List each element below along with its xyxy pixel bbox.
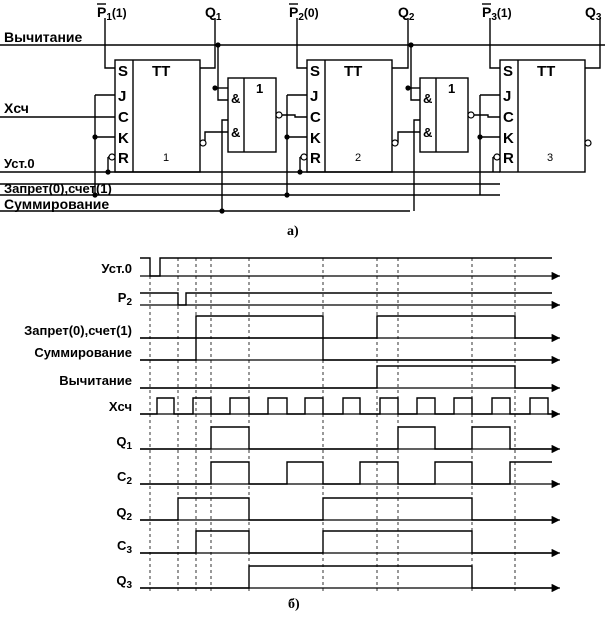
inverting-bubbles xyxy=(108,111,592,161)
ff1-pin-r: R xyxy=(118,150,129,167)
timing-trace xyxy=(140,461,552,485)
ff2-pin-c: C xyxy=(310,109,321,126)
timing-label: C2 xyxy=(117,469,132,487)
label-p2: P2(0) xyxy=(289,4,319,23)
ff1-pin-s: S xyxy=(118,63,128,80)
timing-trace xyxy=(140,530,552,554)
ff3-pin-r: R xyxy=(503,150,514,167)
ff2-pin-k: K xyxy=(310,130,321,147)
ff3-pin-j: J xyxy=(503,88,511,105)
timing-label: Уст.0 xyxy=(101,261,132,276)
timing-axes xyxy=(140,271,560,593)
ff1-pin-k: K xyxy=(118,130,129,147)
timing-trace xyxy=(140,565,552,589)
gate1-or: 1 xyxy=(256,81,263,96)
gate2-or: 1 xyxy=(448,81,455,96)
timing-trace xyxy=(140,337,552,361)
ff2-pin-j: J xyxy=(310,88,318,105)
ff2-pin-s: S xyxy=(310,63,320,80)
label-q1: Q1 xyxy=(205,4,222,23)
gate2-and-top: & xyxy=(423,91,432,106)
timing-trace xyxy=(140,365,552,389)
caption-a: а) xyxy=(287,224,299,239)
ff3-type: TT xyxy=(537,63,555,80)
timing-label: Запрет(0),счет(1) xyxy=(24,323,132,338)
label-p1: P1(1) xyxy=(97,4,127,23)
timing-label: Q2 xyxy=(116,505,132,523)
timing-trace xyxy=(140,397,552,415)
ff3-pin-k: K xyxy=(503,130,514,147)
ff1-type: TT xyxy=(152,63,170,80)
ff2-number: 2 xyxy=(355,152,361,164)
label-clock: Xсч xyxy=(4,100,29,116)
timing-trace xyxy=(140,315,552,339)
timing-trace xyxy=(140,497,552,521)
timing-label: Xсч xyxy=(109,399,132,414)
timing-trace xyxy=(140,257,552,277)
ff2-type: TT xyxy=(344,63,362,80)
timing-label: C3 xyxy=(117,538,132,556)
timing-label: Вычитание xyxy=(59,373,132,388)
top-labels: P1(1) Q1 P2(0) Q2 P3(1) Q3 xyxy=(97,3,602,23)
label-q2: Q2 xyxy=(398,4,415,23)
gate1-and-bottom: & xyxy=(231,125,240,140)
label-reset: Уст.0 xyxy=(4,156,35,171)
ff3-number: 3 xyxy=(547,152,553,164)
ff1-pin-j: J xyxy=(118,88,126,105)
ff3-pin-c: C xyxy=(503,109,514,126)
gate2-and-bottom: & xyxy=(423,125,432,140)
timing-label: P2 xyxy=(118,290,133,308)
left-labels: Вычитание Xсч Уст.0 Запрет(0),счет(1) Су… xyxy=(4,29,112,212)
flipflop-pins: S J C K R TT 1 S J C K R TT 2 S J C K R … xyxy=(118,63,555,167)
timing-guides xyxy=(149,258,516,592)
flipflop-3 xyxy=(499,59,586,173)
gate-2 xyxy=(419,77,469,153)
timing-trace xyxy=(140,426,552,450)
label-subtract: Вычитание xyxy=(4,29,83,45)
timing-traces xyxy=(140,257,552,589)
ff1-number: 1 xyxy=(163,152,169,164)
timing-label: Q1 xyxy=(116,434,132,452)
flipflop-1 xyxy=(114,59,201,173)
label-q3: Q3 xyxy=(585,4,602,23)
label-inhibit: Запрет(0),счет(1) xyxy=(4,181,112,196)
label-p3: P3(1) xyxy=(482,4,512,23)
timing-label: Суммирование xyxy=(34,345,132,360)
circuit-nodes xyxy=(92,42,483,214)
ff3-pin-s: S xyxy=(503,63,513,80)
label-add: Суммирование xyxy=(4,196,109,212)
ff2-pin-r: R xyxy=(310,150,321,167)
caption-b: б) xyxy=(288,597,300,612)
timing-label: Q3 xyxy=(116,573,132,591)
gate-1 xyxy=(227,77,277,153)
timing-trace xyxy=(140,292,552,306)
ff1-pin-c: C xyxy=(118,109,129,126)
gate1-and-top: & xyxy=(231,91,240,106)
flipflop-2 xyxy=(306,59,393,173)
